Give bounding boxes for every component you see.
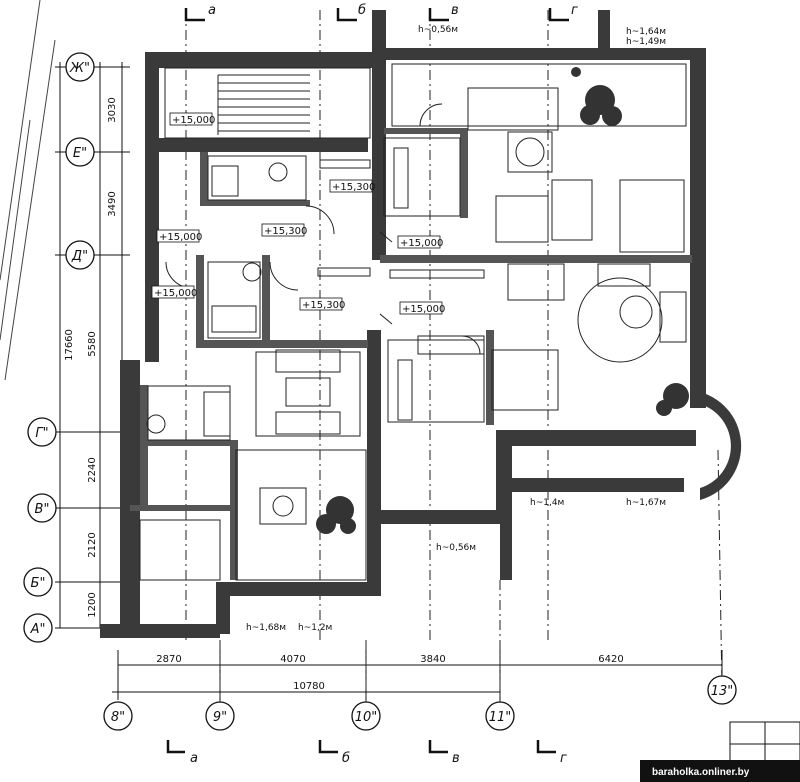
level-tag: +15,000 (172, 115, 215, 126)
section-mark-top-a: а (208, 3, 216, 18)
dim-bottom-total: 10780 (293, 681, 325, 692)
sheet-edge-lines (0, 0, 56, 381)
title-block (729, 721, 800, 767)
dim-left-total: 17660 (64, 329, 75, 361)
section-mark-bottom-b: б (342, 751, 350, 766)
level-tag: +15,000 (400, 238, 443, 249)
axis-label-9: 9" (213, 710, 227, 725)
height-note: h~1,2м (298, 623, 332, 633)
axis-label-10: 10" (355, 710, 378, 725)
bottom-dimension-lines (112, 650, 723, 700)
height-note: h~0,56м (418, 25, 458, 35)
section-mark-top-b: б (358, 3, 366, 18)
dim-left-3030: 3030 (107, 97, 118, 122)
interior-fine-lines (139, 63, 687, 581)
section-mark-top-v: в (451, 3, 459, 18)
height-note: h~1,64м (626, 27, 666, 37)
section-marks-bottom (166, 740, 556, 754)
level-boxes (151, 112, 443, 315)
dim-left-2240: 2240 (87, 457, 98, 482)
axis-label-v: В" (35, 502, 50, 517)
dim-left-3490: 3490 (107, 191, 118, 216)
section-mark-bottom-g: г (560, 751, 567, 766)
furniture (146, 87, 687, 525)
level-tag: +15,000 (159, 232, 202, 243)
height-note: h~1,49м (626, 37, 666, 47)
staircase (217, 74, 310, 135)
height-note: h~0,56м (436, 543, 476, 553)
height-note: h~1,68м (246, 623, 286, 633)
axis-label-11: 11" (489, 710, 512, 725)
exterior-walls (100, 10, 706, 638)
dim-left-5580: 5580 (87, 331, 98, 356)
section-mark-bottom-a: а (190, 751, 198, 766)
level-tag: +15,000 (154, 288, 197, 299)
section-marks-top (184, 8, 569, 22)
bottom-axis-markers (103, 675, 737, 731)
axis-label-8: 8" (111, 710, 125, 725)
section-mark-top-g: г (571, 3, 578, 18)
level-tag: +15,000 (402, 304, 445, 315)
left-axis-markers (23, 52, 95, 643)
axis-label-e: Е" (73, 146, 87, 161)
watermark-text: baraholka.onliner.by (652, 767, 750, 778)
interior-walls (130, 128, 692, 580)
level-tag: +15,300 (302, 300, 345, 311)
dim-bottom-2870: 2870 (156, 654, 181, 665)
level-tag: +15,300 (332, 182, 375, 193)
axis-label-g: Г" (35, 426, 48, 441)
axis-label-b: Б" (31, 576, 46, 591)
height-note: h~1,4м (530, 498, 564, 508)
level-tag: +15,300 (264, 226, 307, 237)
height-note: h~1,67м (626, 498, 666, 508)
axis-label-13: 13" (711, 684, 734, 699)
axis-label-d: Д" (71, 249, 88, 264)
section-mark-bottom-v: в (452, 751, 460, 766)
dim-bottom-3840: 3840 (420, 654, 445, 665)
dim-left-2120: 2120 (87, 532, 98, 557)
axis-label-zh: Ж" (69, 61, 90, 76)
dim-bottom-4070: 4070 (280, 654, 305, 665)
dim-left-1200: 1200 (87, 592, 98, 617)
dim-bottom-6420: 6420 (598, 654, 623, 665)
axis-label-a: А" (30, 622, 46, 637)
plants (316, 67, 689, 534)
round-bay-wall (700, 392, 742, 500)
